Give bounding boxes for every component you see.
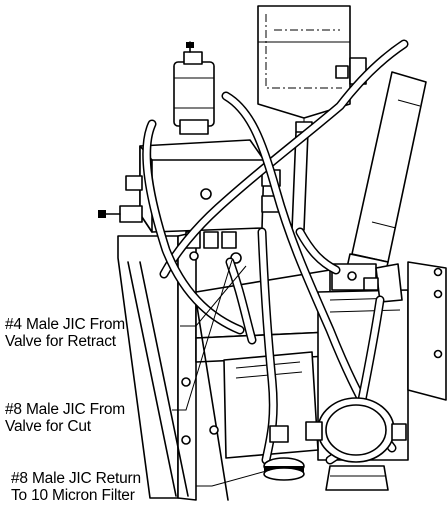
callout-cut-line1: #8 Male JIC From xyxy=(5,401,125,418)
callout-return: #8 Male JIC Return To 10 Micron Filter xyxy=(11,470,141,504)
top-tank xyxy=(257,5,367,231)
callout-cut-line2: Valve for Cut xyxy=(5,418,91,435)
filter-fitting xyxy=(263,425,305,481)
filter-ring xyxy=(305,397,407,491)
callout-cut: #8 Male JIC From Valve for Cut xyxy=(5,401,125,435)
callout-retract-line1: #4 Male JIC From xyxy=(5,316,125,333)
valve-block xyxy=(98,41,281,264)
callout-leaders xyxy=(172,259,271,487)
callout-return-line2: To 10 Micron Filter xyxy=(11,487,135,504)
callout-retract: #4 Male JIC From Valve for Retract xyxy=(5,316,125,350)
hydraulic-cylinder xyxy=(331,71,427,303)
callout-retract-line2: Valve for Retract xyxy=(5,333,116,350)
callout-return-line1: #8 Male JIC Return xyxy=(11,470,141,487)
